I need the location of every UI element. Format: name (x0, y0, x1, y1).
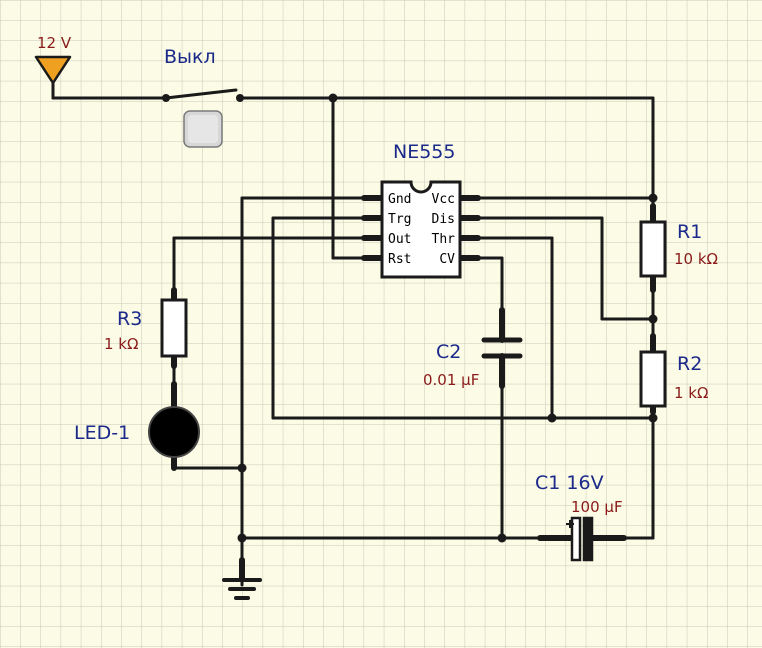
r2-name: R2 (677, 353, 702, 375)
r3-value: 1 kΩ (104, 335, 138, 353)
supply-label: 12 V (37, 34, 72, 52)
led-name: LED-1 (74, 422, 130, 444)
junction-dot (497, 533, 507, 543)
r1-body (639, 220, 667, 278)
ic-pin-cv: CV (439, 252, 455, 267)
ic-pin-stubs (361, 195, 481, 261)
ic-name: NE555 (393, 141, 455, 163)
capacitor-c2[interactable]: C2 0.01 μF (423, 307, 523, 389)
r1-value: 10 kΩ (674, 250, 718, 268)
c1-plate-negative (582, 516, 594, 562)
ic-pin-trg: Trg (388, 212, 411, 227)
ic-pin-vcc: Vcc (432, 192, 455, 207)
ne555-chip[interactable]: NE555 Gnd Trg Out Rst Vcc Dis Thr CV (361, 141, 481, 279)
c2-name: C2 (436, 341, 461, 363)
capacitor-c1[interactable]: C1 16V 100 μF (535, 472, 627, 562)
ic-body (380, 180, 462, 279)
ic-pin-rst: Rst (388, 252, 411, 267)
r1-name: R1 (677, 221, 702, 243)
resistor-r2[interactable]: R2 1 kΩ (639, 333, 708, 415)
junction-dot (237, 533, 247, 543)
c1-name: C1 16V (535, 472, 604, 494)
ic-pin-dis: Dis (432, 212, 455, 227)
junctions (237, 93, 658, 543)
junction-dot (237, 463, 247, 473)
c1-value: 100 μF (571, 498, 623, 516)
junction-dot (648, 193, 658, 203)
supply-triangle-icon (34, 55, 72, 85)
switch-toggle-face (188, 115, 218, 143)
resistor-r3[interactable]: R3 1 kΩ (104, 287, 188, 369)
junction-dot (648, 314, 658, 324)
switch-label: Выкл (164, 46, 216, 68)
r2-value: 1 kΩ (674, 384, 708, 402)
r3-body (160, 298, 188, 358)
ic-pin-out: Out (388, 232, 411, 247)
junction-dot (547, 413, 557, 423)
led-1[interactable]: LED-1 (74, 381, 200, 471)
switch-contact-right (236, 94, 244, 102)
ic-pin-thr: Thr (432, 232, 456, 247)
switch-lever (164, 88, 238, 100)
c1-plate-positive (570, 516, 582, 562)
supply-12v[interactable]: 12 V (34, 34, 72, 100)
r2-body (639, 350, 667, 408)
r3-name: R3 (117, 308, 142, 330)
junction-dot (648, 413, 658, 423)
ic-pin-gnd: Gnd (388, 192, 411, 207)
ground-symbol (222, 557, 262, 600)
resistor-r1[interactable]: R1 10 kΩ (639, 203, 718, 293)
led-body-icon (148, 406, 200, 458)
junction-dot (328, 93, 338, 103)
switch-off[interactable]: Выкл (162, 46, 244, 148)
c2-value: 0.01 μF (423, 371, 479, 389)
